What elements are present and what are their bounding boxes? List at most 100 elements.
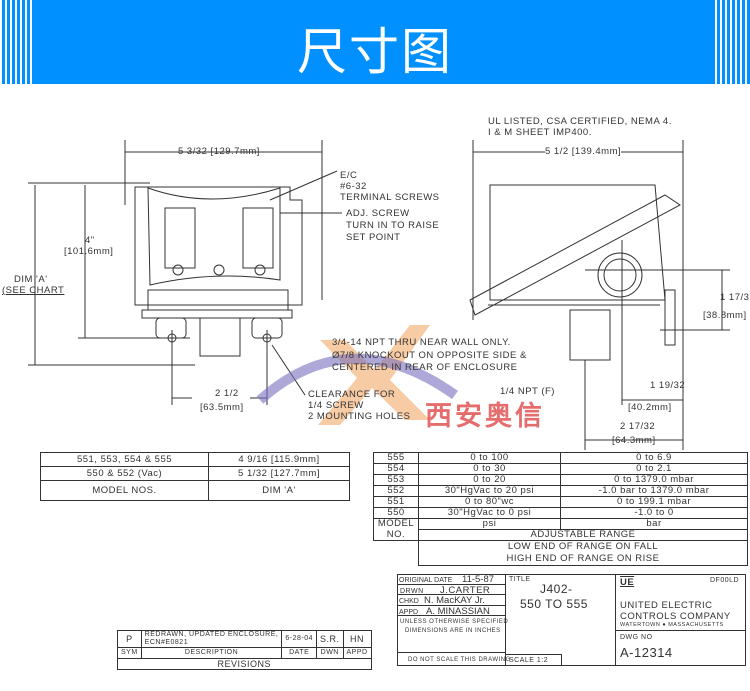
front-dimension-lines bbox=[28, 140, 342, 405]
rev-desc: REDRAWN, UPDATED ENCLOSURE, bbox=[144, 631, 279, 638]
dim-a-see-chart: (SEE CHART bbox=[2, 285, 65, 296]
side-view-enclosure bbox=[469, 184, 681, 361]
front-width-dim: 5 3/32 [129.7mm] bbox=[178, 146, 260, 157]
scale-label: SCALE 1:2 bbox=[509, 657, 549, 664]
drawing-code: DF00LD bbox=[710, 577, 740, 584]
side-height-dim: 1 17/32 bbox=[720, 292, 750, 303]
screw-size-label: 1/4 SCREW bbox=[308, 400, 364, 411]
certification-note: UL LISTED, CSA CERTIFIED, NEMA 4. bbox=[488, 116, 672, 127]
rev-sym: P bbox=[117, 630, 142, 648]
company-name: UNITED ELECTRIC bbox=[620, 600, 713, 611]
table-header: DATE bbox=[281, 647, 317, 659]
table-cell: 554 bbox=[373, 463, 419, 475]
table-cell: 0 to 6.9 bbox=[560, 452, 748, 464]
front-view-enclosure bbox=[134, 186, 303, 357]
table-cell: 0 to 2.1 bbox=[560, 463, 748, 475]
ec-screw-size: #6-32 bbox=[340, 181, 367, 192]
company-name-2: CONTROLS COMPANY bbox=[620, 611, 731, 622]
set-point-label: SET POINT bbox=[346, 232, 401, 243]
high-end-note: HIGH END OF RANGE ON RISE bbox=[506, 553, 660, 564]
terminal-screws-label: TERMINAL SCREWS bbox=[340, 192, 440, 203]
rev-date: 6-28-04 bbox=[281, 630, 317, 648]
drawing-subtitle: 550 TO 555 bbox=[520, 597, 588, 611]
table-cell: 0 to 1379.0 mbar bbox=[560, 474, 748, 486]
stripe-decoration bbox=[715, 0, 750, 84]
company-logo: UE bbox=[620, 577, 635, 588]
no-scale-note: DO NOT SCALE THIS DRAWING bbox=[408, 657, 511, 663]
drawing-title: J402- bbox=[540, 582, 573, 596]
mounting-holes-label: 2 MOUNTING HOLES bbox=[308, 411, 411, 422]
revisions-title: REVISIONS bbox=[117, 658, 372, 670]
adjustable-range-header: ADJUSTABLE RANGE bbox=[418, 529, 748, 541]
table-header: DIM 'A' bbox=[208, 480, 350, 501]
inches-note: DIMENSIONS ARE IN INCHES bbox=[405, 628, 501, 634]
divider bbox=[397, 652, 506, 653]
table-header: MODEL NOS. bbox=[40, 480, 209, 501]
table-cell: 551, 553, 554 & 555 bbox=[40, 452, 209, 467]
table-cell: 551 bbox=[373, 496, 419, 508]
stripe-decoration bbox=[0, 0, 35, 84]
table-cell: 552 bbox=[373, 485, 419, 497]
approved-by: A. MINASSIAN bbox=[426, 606, 490, 617]
watermark-text: 西安奥信 bbox=[425, 401, 545, 432]
divider bbox=[615, 630, 746, 631]
table-cell: 0 to 20 bbox=[418, 474, 561, 486]
adj-screw-note: TURN IN TO RAISE bbox=[346, 220, 440, 231]
table-cell: 4 9/16 [115.9mm] bbox=[208, 452, 350, 467]
orig-date: 11-5-87 bbox=[462, 574, 495, 585]
orig-date-label: ORIGINAL DATE bbox=[399, 577, 453, 584]
low-end-note: LOW END OF RANGE ON FALL bbox=[507, 541, 659, 552]
company-block bbox=[615, 574, 746, 666]
dwg-number: A-12314 bbox=[620, 645, 673, 660]
watermark-logo bbox=[256, 325, 458, 425]
unless-note: UNLESS OTHERWISE SPECIFIED bbox=[400, 619, 509, 625]
table-cell: 30"HgVac to 20 psi bbox=[418, 485, 561, 497]
table-header: MODEL bbox=[373, 518, 419, 530]
drawn-by: J.CARTER bbox=[440, 585, 491, 596]
table-cell: 553 bbox=[373, 474, 419, 486]
table-header: SYM bbox=[117, 647, 142, 659]
table-cell: 0 to 100 bbox=[418, 452, 561, 464]
banner-title: 尺寸图 bbox=[297, 23, 453, 81]
unit-psi: psi bbox=[418, 518, 561, 530]
chkd-label: CHKD bbox=[399, 598, 419, 605]
npt-note: 3/4-14 NPT THRU NEAR WALL ONLY. bbox=[332, 337, 511, 348]
rev-dwn: S.R. bbox=[316, 630, 344, 648]
table-header: DWN bbox=[316, 647, 344, 659]
appd-label: APPD bbox=[399, 609, 419, 616]
side-depth1-mm: [40.2mm] bbox=[628, 402, 672, 413]
table-header: DESCRIPTION bbox=[140, 647, 283, 659]
rev-ecn: ECN#E0821 bbox=[144, 639, 189, 646]
knockout-note: Ø7/8 KNOCKOUT ON OPPOSITE SIDE & bbox=[332, 350, 527, 361]
table-cell: -1.0 to 0 bbox=[560, 507, 748, 519]
table-cell: 555 bbox=[373, 452, 419, 464]
table-cell: -1.0 bar to 1379.0 mbar bbox=[560, 485, 748, 497]
divider bbox=[397, 584, 506, 595]
table-cell: 0 to 30 bbox=[418, 463, 561, 475]
clearance-label: CLEARANCE FOR bbox=[308, 389, 396, 400]
title-label: TITLE bbox=[509, 576, 531, 583]
table-cell: 550 bbox=[373, 507, 419, 519]
banner: 尺寸图 bbox=[0, 0, 750, 84]
approval-block bbox=[397, 574, 506, 666]
ec-label: E/C bbox=[340, 170, 358, 181]
side-width-dim: 5 1/2 [139.4mm] bbox=[545, 146, 622, 157]
front-height-mm: [101.6mm] bbox=[64, 246, 114, 257]
table-header: NO. bbox=[373, 529, 419, 541]
table-cell: 550 & 552 (Vac) bbox=[40, 466, 209, 481]
side-depth1-dim: 1 19/32 bbox=[650, 380, 686, 391]
drwn-label: DRWN bbox=[400, 588, 424, 595]
scale-box bbox=[506, 654, 562, 666]
table-cell: 0 to 199.1 mbar bbox=[560, 496, 748, 508]
rev-appd: HN bbox=[342, 630, 372, 648]
checked-by: N. MacKAY Jr. bbox=[424, 595, 485, 606]
side-height-mm: [38.8mm] bbox=[703, 310, 747, 321]
company-location: WATERTOWN ● MASSACHUSETTS bbox=[620, 622, 724, 628]
table-cell: 0 to 80"wc bbox=[418, 496, 561, 508]
table-header: APPD bbox=[342, 647, 372, 659]
side-depth2-dim: 2 17/32 bbox=[620, 421, 656, 432]
